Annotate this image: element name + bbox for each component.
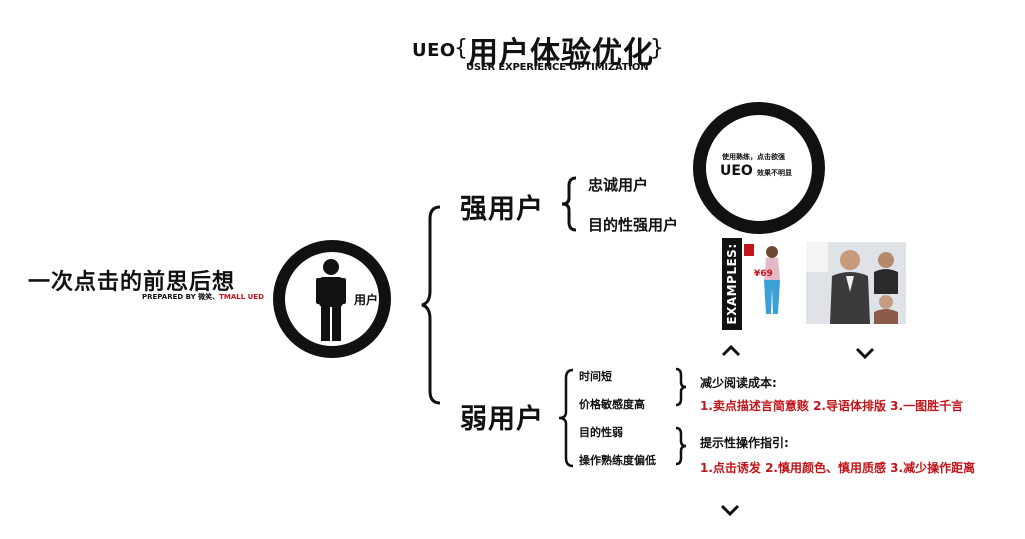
guide-brace [675, 426, 687, 466]
guide-points: 1.点击诱发 2.慎用颜色、慎用质感 3.减少操作距离 [700, 461, 976, 475]
weak-brace [558, 368, 574, 468]
prepared-by-org: TMALL UED [219, 293, 264, 301]
page-title: 用户体验优化 [468, 36, 654, 71]
weak-user-label: 弱用户 [460, 404, 544, 435]
guide-title: 提示性操作指引: [700, 436, 789, 450]
strong-item-purposeful: 目的性强用户 [588, 216, 679, 234]
strong-item-loyal: 忠诚用户 [588, 176, 649, 194]
weak-item-low-purpose: 目的性弱 [579, 426, 623, 439]
ring-text-ueo: UEO [720, 163, 753, 179]
price-badge: ¥69 [754, 269, 773, 279]
chevron-down-icon [855, 347, 875, 360]
page-subtitle: USER EXPERIENCE OPTIMIZATION [466, 62, 649, 73]
examples-bar [722, 238, 742, 330]
header-brace-left: { [454, 36, 468, 61]
header-brace-right: } [650, 36, 664, 61]
main-title: 一次点击的前思后想 [28, 270, 236, 295]
ring-text-line2: 效果不明显 [757, 169, 792, 177]
user-label: 用户 [354, 293, 379, 307]
chevron-up-icon [721, 344, 741, 357]
reduce-brace [675, 367, 687, 407]
menswear-illustration-icon [806, 242, 906, 324]
branch-brace [421, 205, 441, 405]
header-ueo: UEO [412, 40, 456, 61]
weak-item-low-skill: 操作熟练度偏低 [579, 454, 656, 467]
prepared-by-prefix: PREPARED BY 微笑、 [142, 293, 220, 301]
ring-text-line1: 使用熟练，点击欲强 [722, 153, 785, 161]
model-illustration-icon [742, 240, 790, 320]
person-icon [316, 259, 346, 341]
chevron-down-icon [720, 504, 740, 517]
reduce-reading-title: 减少阅读成本: [700, 376, 777, 390]
prepared-by: PREPARED BY 微笑、TMALL UED [142, 292, 264, 302]
strong-user-label: 强用户 [460, 194, 544, 225]
examples-label: EXAMPLES: [725, 243, 739, 325]
weak-item-price-sensitive: 价格敏感度高 [579, 398, 645, 411]
reduce-reading-points: 1.卖点描述言简意赅 2.导语体排版 3.一图胜千言 [700, 399, 964, 413]
example-photo-model [742, 240, 790, 320]
weak-item-short-time: 时间短 [579, 370, 612, 383]
example-photo-menswear [806, 242, 906, 324]
strong-brace [561, 176, 577, 232]
